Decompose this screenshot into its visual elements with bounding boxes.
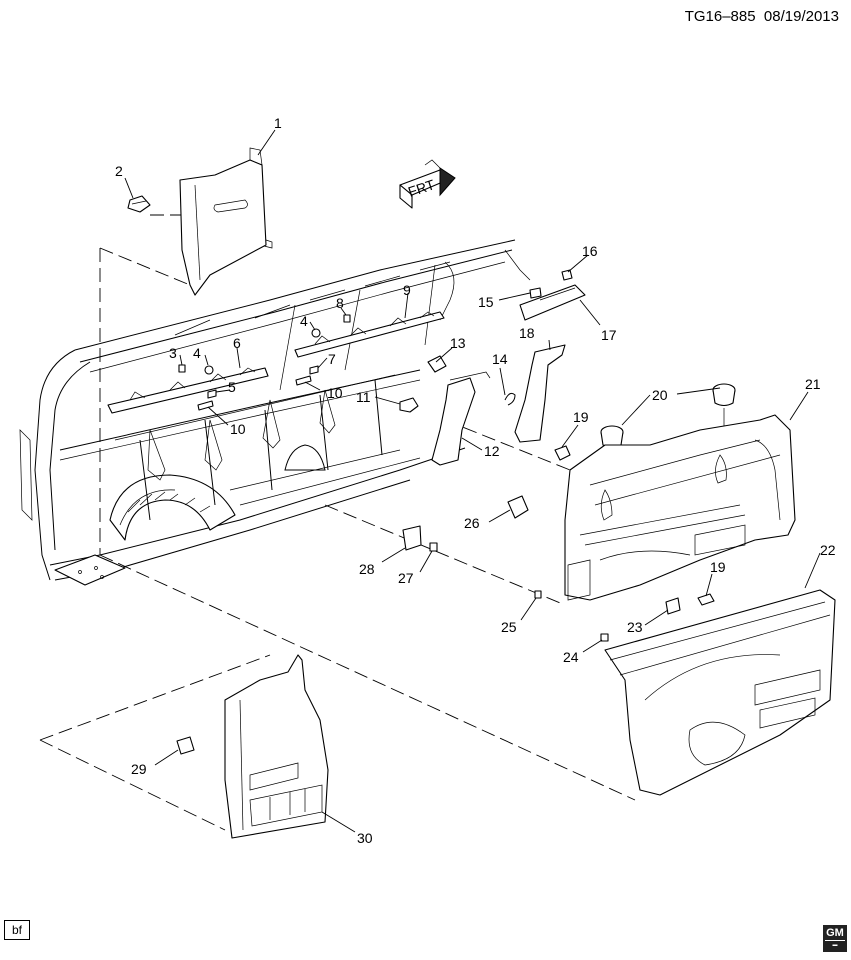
part-13-clip bbox=[427, 355, 447, 373]
callout-4a: 4 bbox=[193, 345, 201, 361]
callout-17: 17 bbox=[601, 327, 617, 343]
part-1-trim-panel bbox=[179, 147, 273, 296]
part-22-lower-trim bbox=[604, 589, 836, 796]
callout-18: 18 bbox=[519, 325, 535, 341]
callout-25: 25 bbox=[501, 619, 517, 635]
callout-10b: 10 bbox=[327, 385, 343, 401]
callout-13: 13 bbox=[450, 335, 466, 351]
part-18-pillar-trim bbox=[514, 344, 566, 443]
callout-labels: 1 2 3 4 4 5 6 7 8 9 10 10 11 12 13 14 15… bbox=[115, 115, 836, 846]
callout-leaders bbox=[124, 129, 821, 833]
callout-1: 1 bbox=[274, 115, 282, 131]
callout-29: 29 bbox=[131, 761, 147, 777]
callout-9: 9 bbox=[403, 282, 411, 298]
callout-10a: 10 bbox=[230, 421, 246, 437]
illustration-header: TG16–885 08/19/2013 bbox=[685, 8, 839, 25]
part-6-rail-trim bbox=[107, 367, 269, 414]
callout-23: 23 bbox=[627, 619, 643, 635]
illustration-id: TG16–885 bbox=[684, 8, 756, 25]
callout-12: 12 bbox=[484, 443, 500, 459]
illustration-date: 08/19/2013 bbox=[763, 8, 839, 25]
part-14-hook bbox=[504, 392, 516, 406]
part-30-rear-trim bbox=[224, 654, 329, 839]
vehicle-body-shell bbox=[19, 239, 531, 586]
callout-6: 6 bbox=[233, 335, 241, 351]
part-29-clip bbox=[176, 736, 195, 755]
callout-11: 11 bbox=[356, 389, 371, 405]
part-12-pillar-trim bbox=[431, 371, 491, 466]
part-11-clip bbox=[399, 397, 419, 413]
callout-4b: 4 bbox=[300, 313, 308, 329]
callout-28: 28 bbox=[359, 561, 375, 577]
callout-2: 2 bbox=[115, 163, 123, 179]
callout-30: 30 bbox=[357, 830, 373, 846]
part-9-rail-trim bbox=[294, 311, 445, 358]
callout-8: 8 bbox=[336, 295, 344, 311]
part-19-clip bbox=[554, 445, 715, 606]
callout-26: 26 bbox=[464, 515, 480, 531]
callout-22: 22 bbox=[820, 542, 836, 558]
front-direction-arrow-icon: FRT bbox=[399, 159, 456, 209]
callout-5: 5 bbox=[228, 379, 236, 395]
callout-24: 24 bbox=[563, 649, 579, 665]
part-21-quarter-trim bbox=[564, 414, 796, 601]
gm-logo-icon: GM▬ bbox=[823, 925, 847, 952]
callout-14: 14 bbox=[492, 351, 508, 367]
callout-15: 15 bbox=[478, 294, 494, 310]
footer-tag: bf bbox=[4, 920, 30, 940]
parts-15-16-fasteners bbox=[529, 269, 573, 299]
misc-clips-23-28 bbox=[402, 495, 681, 642]
callout-7: 7 bbox=[328, 351, 336, 367]
callout-3: 3 bbox=[169, 345, 177, 361]
gm-logo-text: GM bbox=[825, 927, 845, 941]
part-17-bracket bbox=[519, 284, 586, 321]
part-2-clip bbox=[127, 195, 151, 213]
fasteners-small bbox=[178, 314, 351, 411]
assembly-guide-lines bbox=[39, 214, 636, 831]
callout-21: 21 bbox=[805, 376, 821, 392]
callout-16: 16 bbox=[582, 243, 598, 259]
callout-20: 20 bbox=[652, 387, 668, 403]
front-arrow-label: FRT bbox=[406, 176, 437, 200]
callout-19b: 19 bbox=[710, 559, 726, 575]
callout-27: 27 bbox=[398, 570, 414, 586]
callout-19a: 19 bbox=[573, 409, 589, 425]
part-20-cup-holders bbox=[600, 383, 736, 490]
